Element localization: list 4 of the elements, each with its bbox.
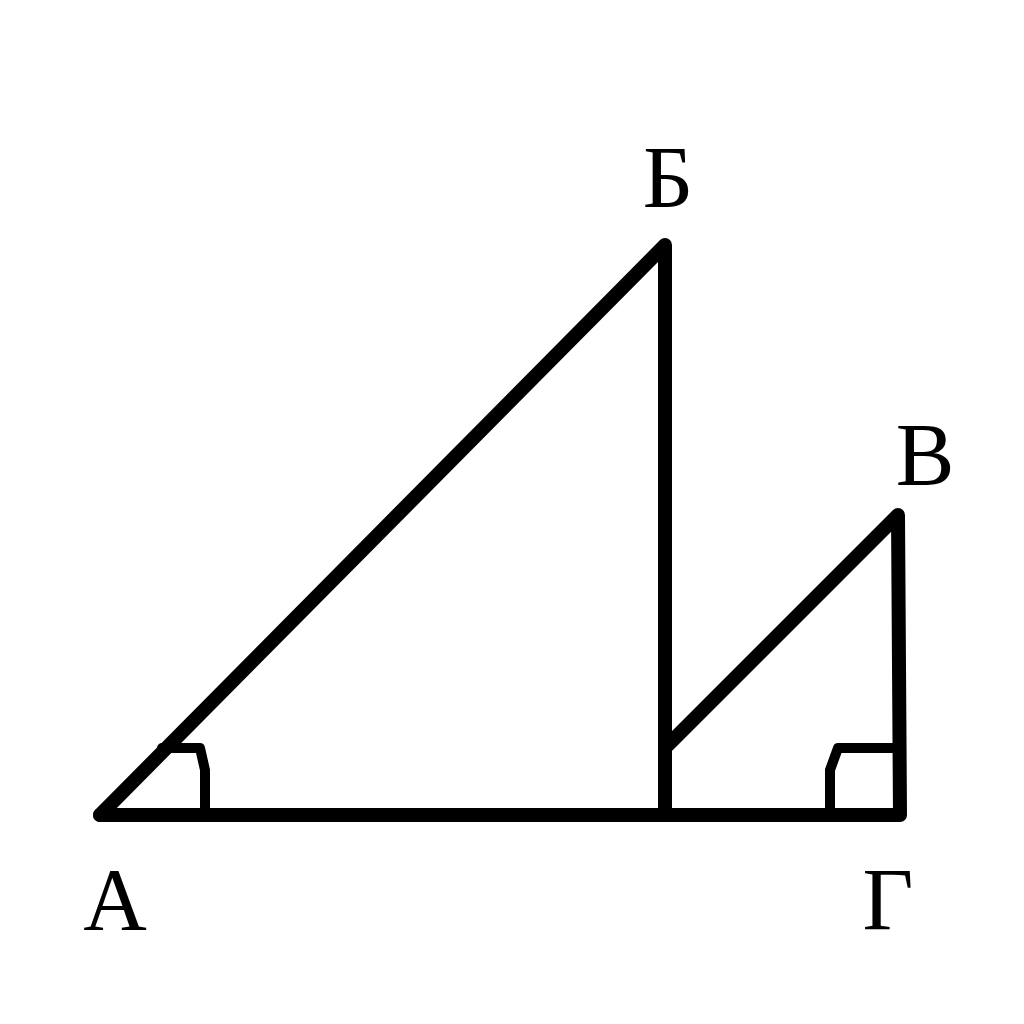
vertex-label: А: [83, 856, 147, 944]
vertex-label: В: [895, 411, 955, 499]
vertex-label: Б: [642, 134, 694, 222]
vertex-label: Г: [862, 856, 914, 944]
